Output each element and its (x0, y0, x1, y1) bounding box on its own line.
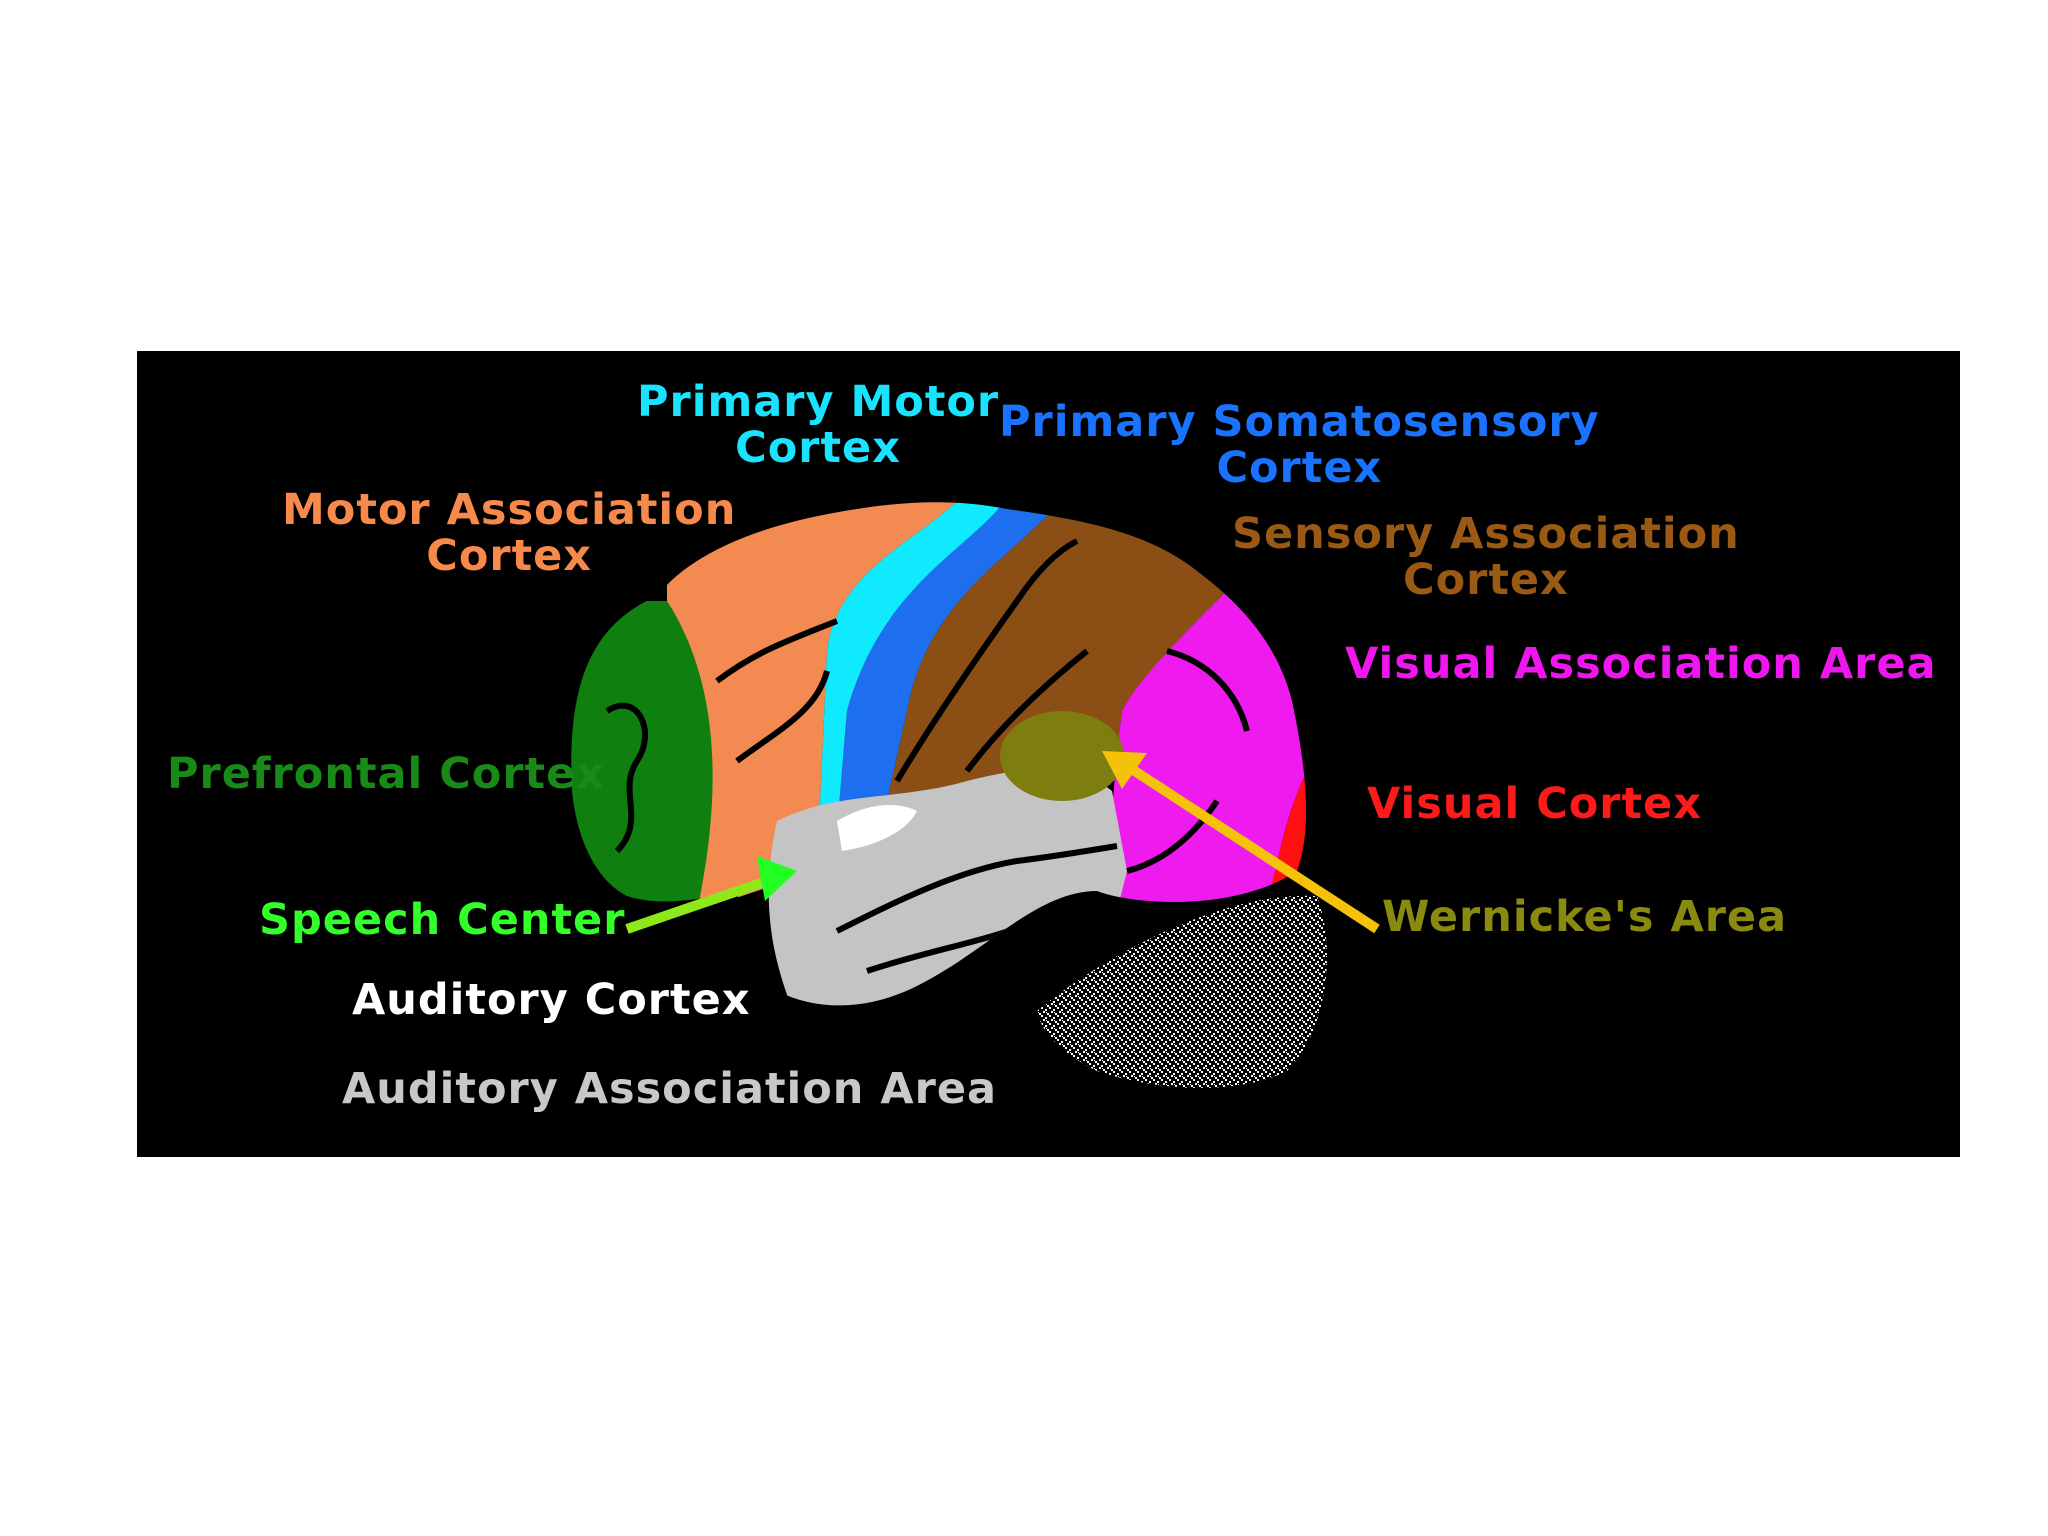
label-primary-somatosensory-cortex: Primary Somatosensory Cortex (999, 399, 1600, 492)
label-primary-motor-cortex: Primary Motor Cortex (637, 379, 999, 472)
label-line: Visual Association Area (1345, 639, 1937, 689)
label-line: Visual Cortex (1367, 779, 1702, 829)
label-line: Cortex (1403, 555, 1569, 606)
label-line: Primary Somatosensory (999, 397, 1600, 447)
label-line: Auditory Cortex (352, 975, 751, 1025)
visual-association-region (1112, 591, 1307, 951)
label-line: Cortex (426, 531, 593, 582)
label-line: Wernicke's Area (1382, 892, 1788, 942)
label-auditory-cortex: Auditory Cortex (352, 975, 751, 1025)
auditory-region (837, 805, 917, 851)
label-visual-association-area: Visual Association Area (1345, 639, 1937, 689)
label-line: Primary Motor (637, 377, 1000, 427)
primary-motor-region (802, 502, 1005, 921)
sensory-association-region (887, 502, 1237, 821)
label-line: Auditory Association Area (342, 1064, 998, 1114)
label-line: Sensory Association (1232, 509, 1740, 559)
brain-diagram (571, 502, 1380, 1088)
label-prefrontal-cortex: Prefrontal Cortex (167, 749, 605, 799)
speech-center-arrow (625, 856, 797, 934)
wernicke-region (1000, 711, 1124, 801)
wernicke-arrow (1102, 751, 1380, 934)
cerebellum (1037, 895, 1327, 1088)
label-speech-center: Speech Center (259, 895, 626, 945)
motor-association-region (667, 502, 957, 911)
label-line: Cortex (1216, 443, 1383, 494)
label-auditory-association-area: Auditory Association Area (342, 1064, 998, 1114)
brain-diagram-panel: Primary Motor Cortex Primary Somatosenso… (137, 351, 1960, 1157)
label-motor-association-cortex: Motor Association Cortex (282, 487, 736, 580)
label-visual-cortex: Visual Cortex (1367, 779, 1702, 829)
label-wernickes-area: Wernicke's Area (1382, 892, 1788, 942)
label-line: Motor Association (282, 485, 737, 535)
label-line: Speech Center (259, 895, 626, 945)
label-sensory-association-cortex: Sensory Association Cortex (1232, 511, 1740, 604)
label-line: Cortex (735, 423, 901, 474)
label-line: Prefrontal Cortex (167, 749, 605, 799)
